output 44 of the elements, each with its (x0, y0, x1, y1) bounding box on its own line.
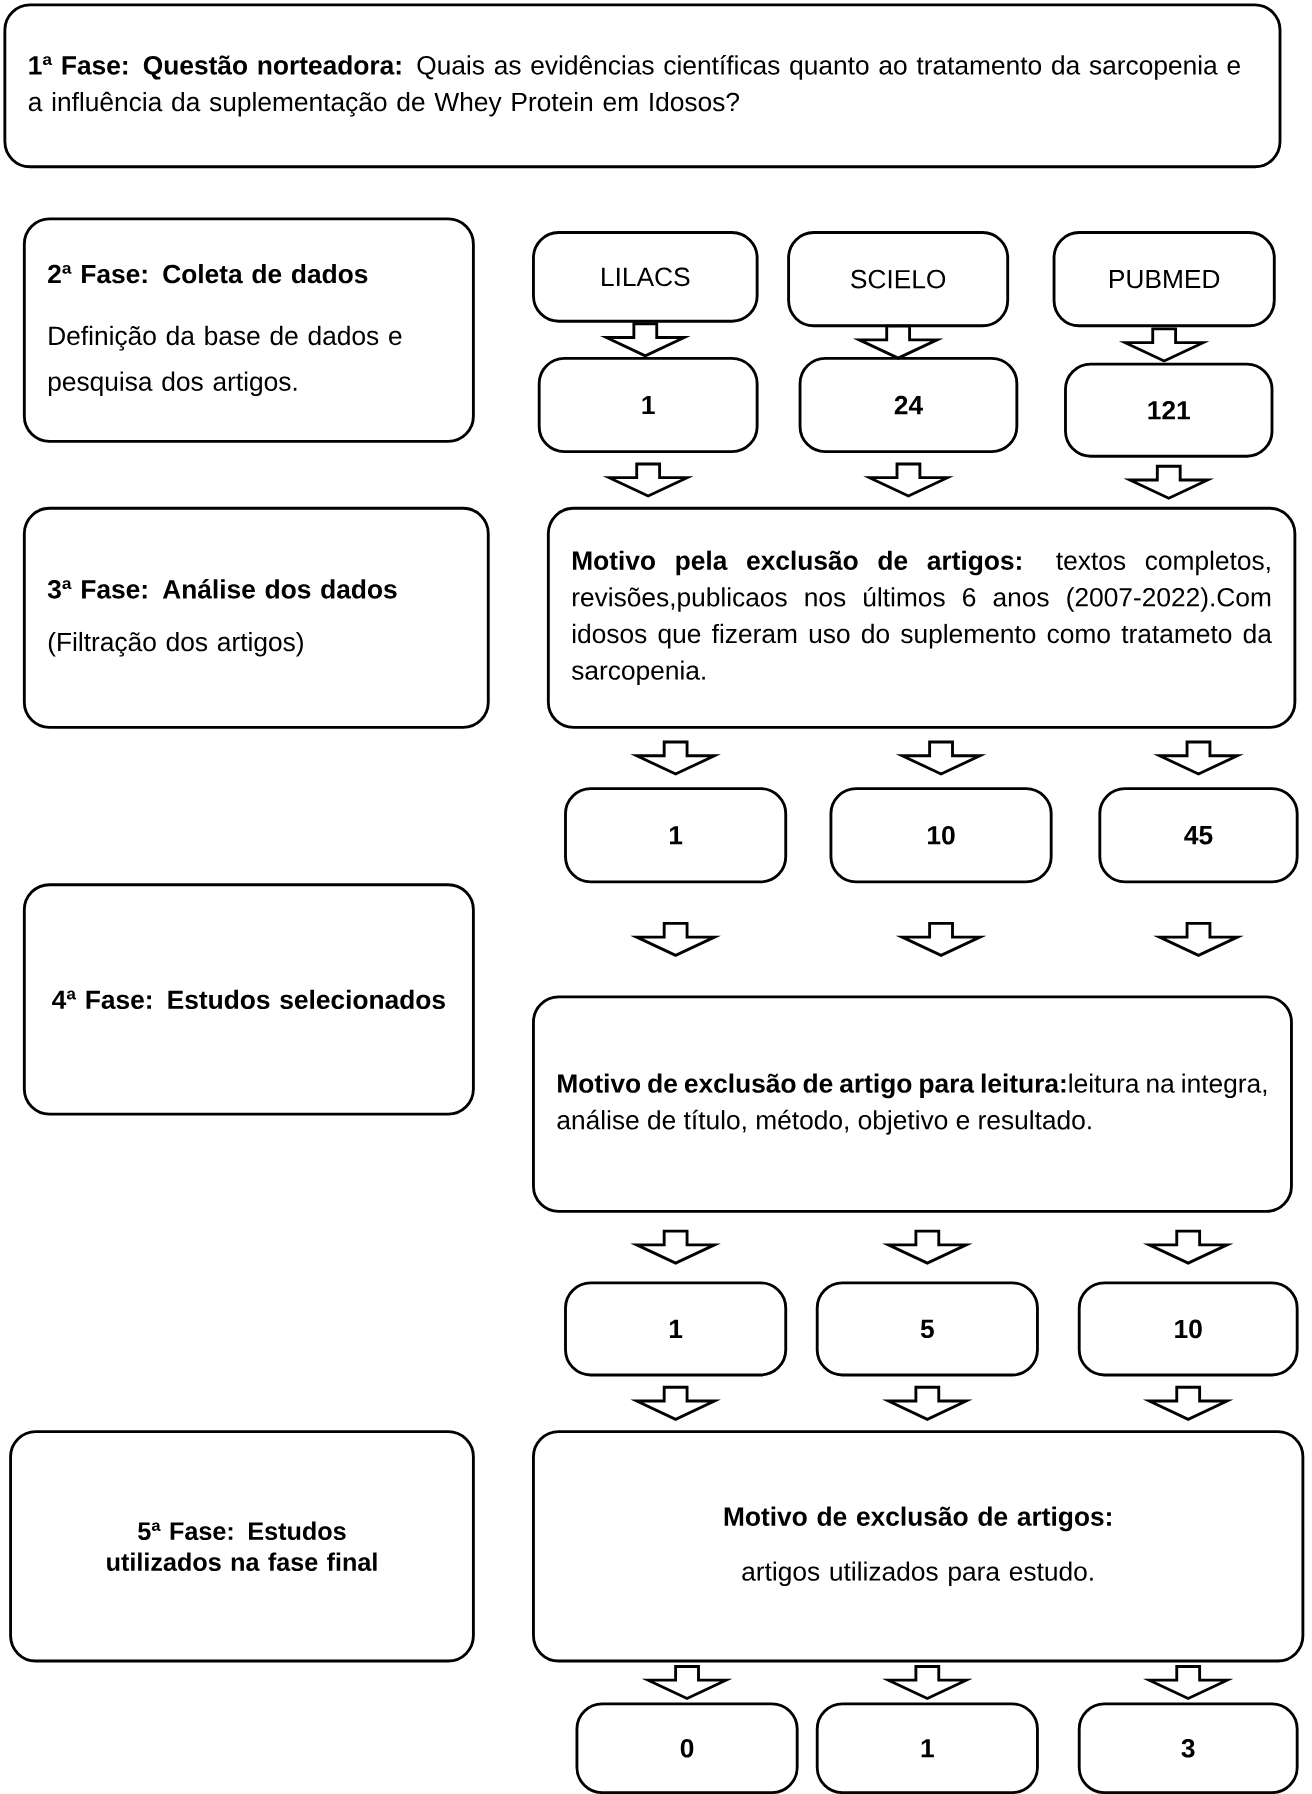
block-arrow (1142, 1665, 1234, 1701)
count-box: 3 (1077, 1702, 1299, 1794)
count-box: 1 (563, 1281, 787, 1377)
count-box: 1 (563, 787, 787, 884)
block-arrow (630, 1229, 721, 1265)
block-arrow (881, 1385, 973, 1421)
block-arrow (881, 1229, 973, 1265)
count-box: 5 (815, 1281, 1039, 1377)
phase-box: 4ª Fase: Estudos selecionados (22, 883, 475, 1116)
count-box: 10 (1077, 1281, 1299, 1377)
criteria-box: Motivo de exclusão de artigos: artigos utilizados para estudo. (531, 1430, 1305, 1663)
block-arrow (630, 921, 721, 957)
block-arrow (1142, 1385, 1234, 1421)
block-arrow (630, 740, 721, 776)
phase-box: 2ª Fase: Coleta de dados Definição da base de dados e pesquisa dos artigos. (22, 217, 475, 443)
block-arrow (1123, 464, 1214, 500)
count-box: 24 (798, 356, 1019, 454)
block-arrow (1153, 921, 1244, 957)
block-arrow (1142, 1229, 1234, 1265)
count-box: 1 (815, 1702, 1039, 1794)
block-arrow (641, 1665, 733, 1701)
block-arrow (1118, 327, 1210, 363)
criteria-box: Motivo de exclusão de artigo para leitura:leitura na integra, análise de título, método, objetivo e resultado. (531, 995, 1293, 1213)
database-box: LILACS (531, 231, 759, 323)
question-box: 1ª Fase: Questão norteadora: Quais as evidências científicas quanto ao tratamento da sarcopenia e a influência da suplementação de Whey Protein em Idosos? (3, 3, 1282, 169)
block-arrow (852, 324, 944, 360)
block-arrow (895, 740, 987, 776)
block-arrow (630, 1385, 721, 1421)
block-arrow (895, 921, 987, 957)
block-arrow (881, 1665, 973, 1701)
block-arrow (602, 462, 694, 498)
criteria-box: Motivo pela exclusão de artigos: textos completos, revisões,publicaos nos últimos 6 anos (2007-2022).Com idosos que fizeram uso do suplemento como tratameto da sarcopenia. (546, 506, 1297, 729)
block-arrow (599, 322, 691, 358)
database-box: PUBMED (1052, 231, 1276, 328)
database-box: SCIELO (787, 231, 1009, 328)
block-arrow (1153, 740, 1244, 776)
count-box: 45 (1098, 787, 1299, 884)
block-arrow (863, 462, 954, 498)
count-box: 10 (829, 787, 1053, 884)
phase-box: 5ª Fase: Estudos utilizados na fase final (9, 1430, 475, 1663)
count-box: 0 (575, 1702, 799, 1794)
count-box: 121 (1063, 362, 1274, 458)
count-box: 1 (537, 356, 759, 454)
phase-box: 3ª Fase: Análise dos dados (Filtração dos artigos) (22, 506, 490, 729)
